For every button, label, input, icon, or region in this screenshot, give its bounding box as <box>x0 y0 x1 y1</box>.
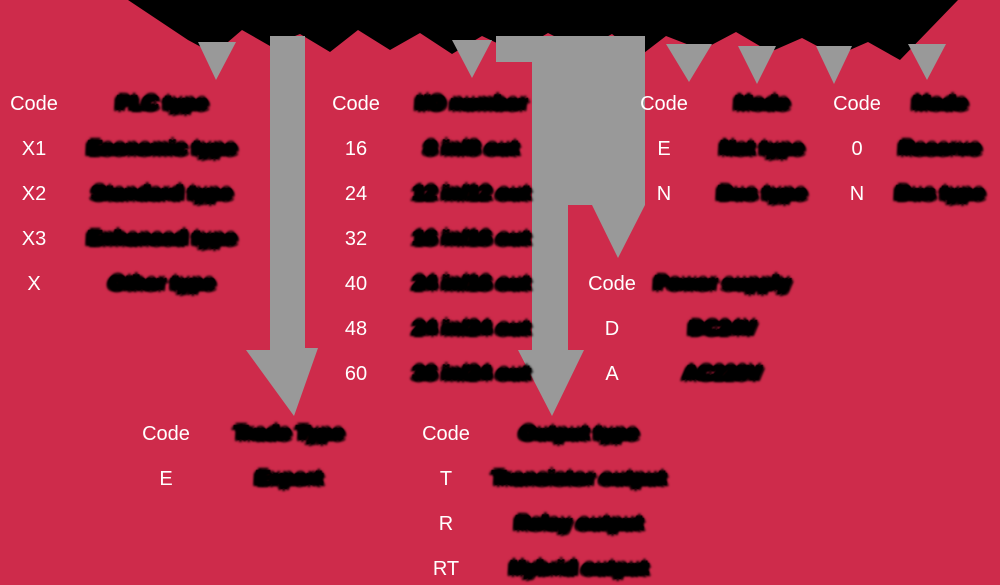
table-io-number: Code I/O number 16 8 in/8 out 24 12 in/1… <box>330 81 562 396</box>
code-cell: X2 <box>21 182 47 205</box>
code-cell: D <box>604 317 620 340</box>
table-row: 48 24 in/24 out <box>330 306 562 351</box>
table-header-row: Code Mode <box>831 81 998 126</box>
table-header-row: Code PLC type <box>8 81 265 126</box>
code-cell: N <box>656 182 672 205</box>
code-header: Code <box>142 422 190 445</box>
code-cell: X <box>27 272 41 295</box>
code-cell: E <box>159 467 173 490</box>
table-row: D DC24V <box>586 306 808 351</box>
description-cell: Standard type <box>92 183 233 204</box>
code-cell: X3 <box>21 227 47 250</box>
code-cell: 48 <box>344 317 368 340</box>
code-cell: R <box>438 512 454 535</box>
description-cell: Bus type <box>895 183 986 204</box>
table-row: 24 12 in/12 out <box>330 171 562 216</box>
table-mode-right: Code Mode 0 Reserve N Bus type <box>831 81 998 216</box>
code-header: Code <box>588 272 636 295</box>
description-cell: Reserve <box>899 138 982 159</box>
table-row: N Bus type <box>638 171 835 216</box>
table-header-row: Code Mode <box>638 81 835 126</box>
down-arrow-icon <box>908 44 946 80</box>
description-cell: DC24V <box>689 318 757 339</box>
table-header-row: Code Trade Type <box>140 411 387 456</box>
table-header-row: Code Power supply <box>586 261 808 306</box>
table-row: 32 16 in/16 out <box>330 216 562 261</box>
table-row: 60 36 in/24 out <box>330 351 562 396</box>
down-arrow-icon <box>452 40 492 78</box>
table-row: 0 Reserve <box>831 126 998 171</box>
description-cell: Economic type <box>87 138 238 159</box>
code-cell: A <box>605 362 619 385</box>
table-trade-type: Code Trade Type E Export <box>140 411 387 501</box>
description-cell: AC220V <box>683 363 763 384</box>
code-cell: N <box>849 182 865 205</box>
table-row: X2 Standard type <box>8 171 265 216</box>
code-cell: 16 <box>344 137 368 160</box>
desc-header: PLC type <box>116 93 209 114</box>
desc-header: Power supply <box>654 273 792 294</box>
desc-header: Trade Type <box>234 423 345 444</box>
table-row: E Net type <box>638 126 835 171</box>
table-row: T Transistor output <box>420 456 687 501</box>
description-cell: 24 in/24 out <box>413 318 531 339</box>
code-cell: 60 <box>344 362 368 385</box>
description-cell: 12 in/12 out <box>413 183 531 204</box>
table-row: E Export <box>140 456 387 501</box>
code-cell: 24 <box>344 182 368 205</box>
code-cell: X1 <box>21 137 47 160</box>
table-plc-type: Code PLC type X1 Economic type X2 Standa… <box>8 81 265 306</box>
table-header-row: Code I/O number <box>330 81 562 126</box>
description-cell: Net type <box>720 138 805 159</box>
code-header: Code <box>10 92 58 115</box>
code-cell: 0 <box>851 137 863 160</box>
code-cell: T <box>439 467 453 490</box>
table-row: R Relay output <box>420 501 687 546</box>
table-mode-left: Code Mode E Net type N Bus type <box>638 81 835 216</box>
description-cell: 36 in/24 out <box>413 363 531 384</box>
code-cell: 32 <box>344 227 368 250</box>
description-cell: 8 in/8 out <box>424 138 520 159</box>
code-header: Code <box>640 92 688 115</box>
description-cell: Relay output <box>515 513 644 534</box>
table-row: 40 24 in/16 out <box>330 261 562 306</box>
table-row: RT Hybrid output <box>420 546 687 585</box>
description-cell: Transistor output <box>492 468 667 489</box>
desc-header: Mode <box>735 93 790 114</box>
description-cell: 24 in/16 out <box>413 273 531 294</box>
table-output-type: Code Output type T Transistor output R R… <box>420 411 687 585</box>
table-row: X Other type <box>8 261 265 306</box>
down-arrow-icon <box>816 46 852 84</box>
description-cell: Other type <box>109 273 216 294</box>
code-cell: E <box>657 137 671 160</box>
code-cell: 40 <box>344 272 368 295</box>
table-row: X1 Economic type <box>8 126 265 171</box>
desc-header: I/O number <box>416 93 528 114</box>
desc-header: Output type <box>520 423 639 444</box>
description-cell: Hybrid output <box>510 558 649 579</box>
table-header-row: Code Output type <box>420 411 687 456</box>
table-row: 16 8 in/8 out <box>330 126 562 171</box>
table-row: N Bus type <box>831 171 998 216</box>
code-header: Code <box>833 92 881 115</box>
down-arrow-icon <box>738 46 776 84</box>
table-row: X3 Enhanced type <box>8 216 265 261</box>
code-cell: RT <box>432 557 460 580</box>
code-header: Code <box>422 422 470 445</box>
description-cell: Enhanced type <box>87 228 238 249</box>
description-cell: 16 in/16 out <box>413 228 531 249</box>
description-cell: Bus type <box>717 183 808 204</box>
down-arrow-icon <box>666 44 712 82</box>
table-row: A AC220V <box>586 351 808 396</box>
cropped-model-code-text <box>128 0 958 60</box>
description-cell: Export <box>255 468 324 489</box>
table-power-supply: Code Power supply D DC24V A AC220V <box>586 261 808 396</box>
down-arrow-icon <box>198 42 236 80</box>
desc-header: Mode <box>913 93 968 114</box>
code-header: Code <box>332 92 380 115</box>
